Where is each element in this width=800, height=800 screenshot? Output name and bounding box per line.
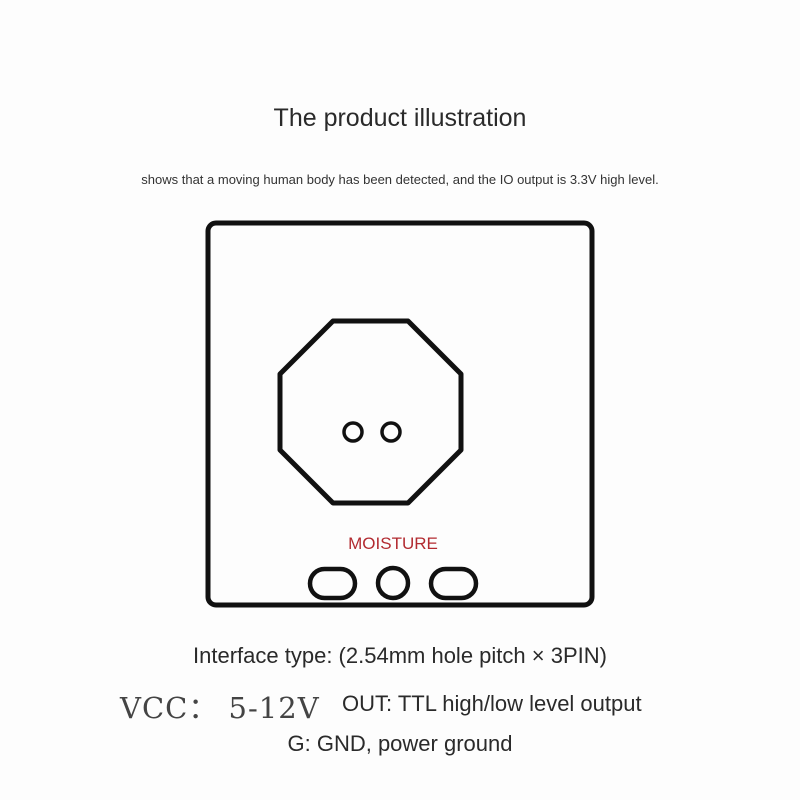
sensor-hole-left	[342, 421, 364, 443]
pin-gnd	[428, 566, 479, 601]
subtitle: shows that a moving human body has been …	[141, 172, 659, 187]
pin-vcc	[307, 566, 358, 601]
out-text: OUT: TTL high/low level output	[342, 691, 642, 716]
sensor-hole-right	[380, 421, 402, 443]
vcc-text: VCC： 5-12V	[120, 691, 320, 725]
sensor-octagon	[277, 318, 464, 506]
gnd-text: G: GND, power ground	[287, 731, 513, 756]
pin-out	[375, 565, 411, 601]
moisture-label: MOISTURE	[348, 534, 438, 553]
board-outline	[205, 220, 595, 608]
interface-type-text: Interface type: (2.54mm hole pitch × 3PI…	[193, 643, 607, 668]
page-title: The product illustration	[273, 104, 527, 132]
